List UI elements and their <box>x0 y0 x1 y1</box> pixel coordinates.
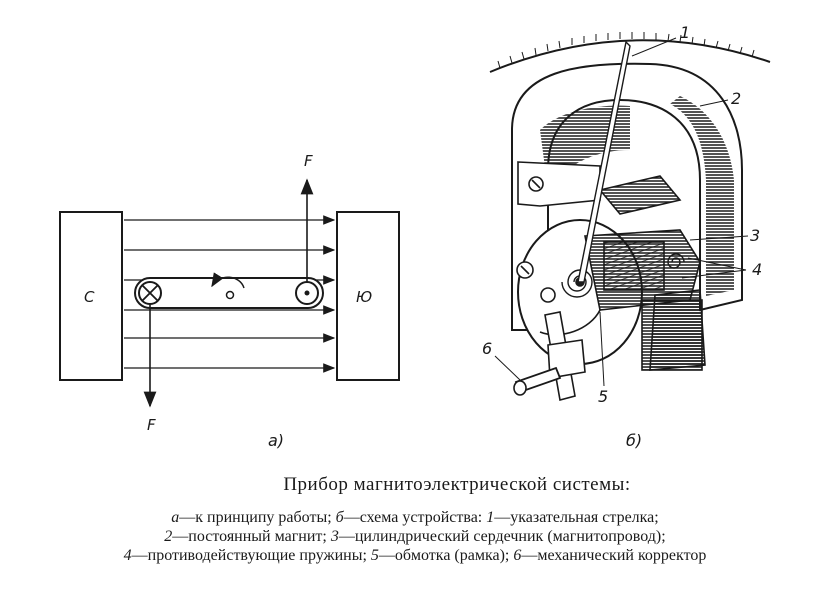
legend-entry: 5—обмотка (рамка); <box>370 547 514 564</box>
legend-entry: 3—цилиндрический сердечник (магнитопрово… <box>330 528 666 545</box>
rotation-arrow <box>211 272 245 289</box>
legend-entry: 6—механический корректор <box>513 547 707 564</box>
legend-entry: 2—постоянный магнит; <box>164 528 331 545</box>
diagram-b: 1 2 3 4 5 6 б) <box>482 23 771 450</box>
diagram-b-caption: б) <box>626 431 642 450</box>
figure-legend: а—к принципу работы; б—схема устройства:… <box>20 508 810 565</box>
pole-shoe-left <box>517 161 601 207</box>
diagram-a-caption: а) <box>268 431 284 450</box>
force-label-top: F <box>304 152 313 170</box>
label-2: 2 <box>731 89 741 108</box>
scale-ticks <box>497 32 755 69</box>
pole-shoe-right <box>598 175 682 215</box>
springs <box>561 253 685 298</box>
label-5: 5 <box>598 387 608 406</box>
legend-entry: 4—противодействующие пружины; <box>123 547 371 564</box>
diagram-a: F F С Ю а) <box>59 152 400 450</box>
label-4: 4 <box>752 260 762 279</box>
coil-winding <box>603 241 665 291</box>
legend-entry: б—схема устройства: <box>335 509 487 526</box>
leader-lines <box>494 37 749 387</box>
legend-entry: а—к принципу работы; <box>171 509 336 526</box>
label-1: 1 <box>680 23 690 42</box>
label-6: 6 <box>482 339 492 358</box>
rotation-axis <box>225 290 235 300</box>
pole-north <box>59 211 123 381</box>
pole-label-right: Ю <box>356 288 372 306</box>
pointer <box>577 40 631 283</box>
pole-south <box>336 211 400 381</box>
scale-arc <box>489 39 771 73</box>
figure-title: Прибор магнитоэлектрической системы: <box>283 474 631 495</box>
force-label-bottom: F <box>147 416 156 434</box>
legend-entry: 1—указательная стрелка; <box>486 509 659 526</box>
label-3: 3 <box>750 226 760 245</box>
pole-label-left: С <box>84 288 95 306</box>
mechanical-corrector <box>513 311 586 401</box>
